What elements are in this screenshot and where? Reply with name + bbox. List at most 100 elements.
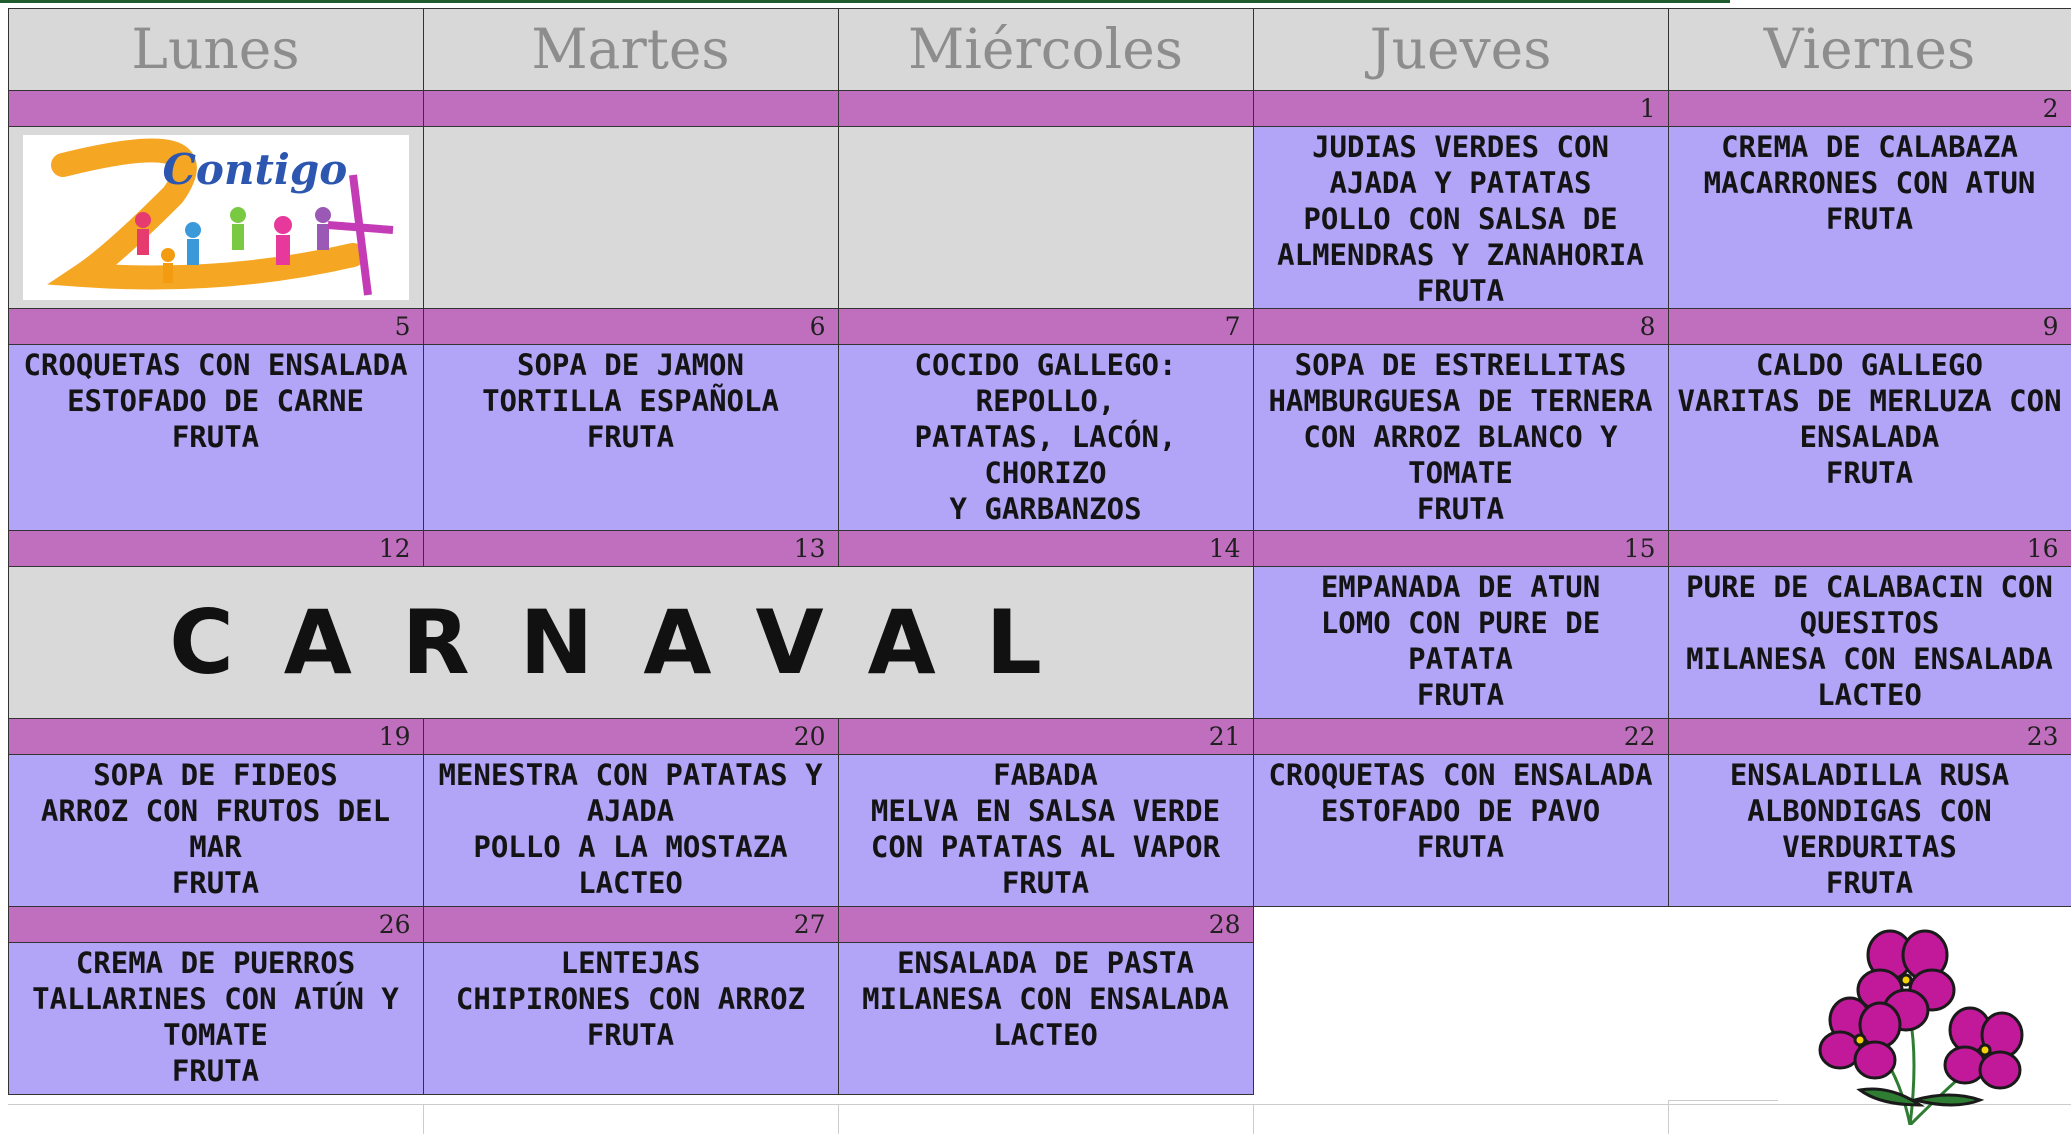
empty-cell bbox=[423, 126, 839, 309]
holiday-banner: CARNAVAL bbox=[8, 566, 1254, 719]
menu-line: ALBONDIGAS CON bbox=[1677, 793, 2063, 829]
day-number: 26 bbox=[8, 906, 424, 943]
menu-line: MILANESA CON ENSALADA bbox=[1677, 641, 2063, 677]
menu-line: VARITAS DE MERLUZA CON bbox=[1677, 383, 2063, 419]
day-header-viernes: Viernes bbox=[1668, 8, 2071, 91]
day-number: 22 bbox=[1253, 718, 1669, 755]
menu-line: FRUTA bbox=[432, 1017, 830, 1053]
menu-line: JUDIAS VERDES CON bbox=[1262, 129, 1660, 165]
menu-cell: COCIDO GALLEGO: REPOLLO,PATATAS, LACÓN, … bbox=[838, 344, 1254, 531]
top-border bbox=[0, 0, 1730, 3]
menu-line: Y GARBANZOS bbox=[847, 491, 1245, 527]
menu-line: FRUTA bbox=[847, 865, 1245, 901]
gridline bbox=[1668, 1100, 1778, 1101]
day-number: 5 bbox=[8, 308, 424, 345]
day-number: 6 bbox=[423, 308, 839, 345]
menu-line: HAMBURGUESA DE TERNERA bbox=[1262, 383, 1660, 419]
menu-line: MILANESA CON ENSALADA bbox=[847, 981, 1245, 1017]
day-number: 9 bbox=[1668, 308, 2071, 345]
day-number: 2 bbox=[1668, 90, 2071, 127]
menu-line: LENTEJAS bbox=[432, 945, 830, 981]
menu-line: EMPANADA DE ATUN bbox=[1262, 569, 1660, 605]
gridline bbox=[838, 1104, 839, 1134]
menu-line: MACARRONES CON ATUN bbox=[1677, 165, 2063, 201]
menu-line: CHIPIRONES CON ARROZ bbox=[432, 981, 830, 1017]
menu-line: FRUTA bbox=[1262, 491, 1660, 527]
day-header-jueves: Jueves bbox=[1253, 8, 1669, 91]
day-number: 20 bbox=[423, 718, 839, 755]
day-number: 8 bbox=[1253, 308, 1669, 345]
gridline bbox=[1253, 1104, 1254, 1134]
day-number: 28 bbox=[838, 906, 1254, 943]
menu-line: COCIDO GALLEGO: REPOLLO, bbox=[847, 347, 1245, 419]
menu-line: TOMATE bbox=[1262, 455, 1660, 491]
contigo-logo: Contigo bbox=[23, 135, 409, 300]
menu-line: LACTEO bbox=[432, 865, 830, 901]
day-number: 21 bbox=[838, 718, 1254, 755]
menu-line: CON PATATAS AL VAPOR bbox=[847, 829, 1245, 865]
menu-line: VERDURITAS bbox=[1677, 829, 2063, 865]
menu-line: CON ARROZ BLANCO Y bbox=[1262, 419, 1660, 455]
empty-cell bbox=[838, 126, 1254, 309]
menu-line: FRUTA bbox=[1262, 677, 1660, 713]
day-number: 1 bbox=[1253, 90, 1669, 127]
day-number: 15 bbox=[1253, 530, 1669, 567]
menu-line: CREMA DE PUERROS bbox=[17, 945, 415, 981]
menu-line: FRUTA bbox=[1677, 455, 2063, 491]
day-number: 7 bbox=[838, 308, 1254, 345]
menu-line: LOMO CON PURE DE bbox=[1262, 605, 1660, 641]
next-row-edge bbox=[8, 1104, 2071, 1135]
gridline bbox=[1668, 1100, 1669, 1134]
day-number: 13 bbox=[423, 530, 839, 567]
menu-line: FRUTA bbox=[1677, 201, 2063, 237]
menu-line: LACTEO bbox=[847, 1017, 1245, 1053]
menu-line: CREMA DE CALABAZA bbox=[1677, 129, 2063, 165]
logo-cell: Contigo bbox=[8, 126, 424, 309]
menu-line: MAR bbox=[17, 829, 415, 865]
menu-line: ESTOFADO DE CARNE bbox=[17, 383, 415, 419]
menu-line: FRUTA bbox=[1262, 273, 1660, 309]
menu-line: ENSALADILLA RUSA bbox=[1677, 757, 2063, 793]
menu-line: QUESITOS bbox=[1677, 605, 2063, 641]
menu-line: ARROZ CON FRUTOS DEL bbox=[17, 793, 415, 829]
menu-line: TALLARINES CON ATÚN Y bbox=[17, 981, 415, 1017]
day-number bbox=[423, 90, 839, 127]
day-number: 27 bbox=[423, 906, 839, 943]
day-number: 19 bbox=[8, 718, 424, 755]
menu-line: ENSALADA bbox=[1677, 419, 2063, 455]
day-number: 16 bbox=[1668, 530, 2071, 567]
calendar-grid: Lunes Martes Miércoles Jueves Viernes 1 … bbox=[8, 8, 2071, 1094]
menu-line: CALDO GALLEGO bbox=[1677, 347, 2063, 383]
menu-line: SOPA DE ESTRELLITAS bbox=[1262, 347, 1660, 383]
menu-line: ALMENDRAS Y ZANAHORIA bbox=[1262, 237, 1660, 273]
menu-line: LACTEO bbox=[1677, 677, 2063, 713]
menu-line: MENESTRA CON PATATAS Y bbox=[432, 757, 830, 793]
menu-line: SOPA DE FIDEOS bbox=[17, 757, 415, 793]
day-number bbox=[838, 90, 1254, 127]
menu-line: TORTILLA ESPAÑOLA bbox=[432, 383, 830, 419]
logo-text: Contigo bbox=[163, 145, 348, 194]
menu-line: ESTOFADO DE PAVO bbox=[1262, 793, 1660, 829]
day-header-lunes: Lunes bbox=[8, 8, 424, 91]
menu-line: FRUTA bbox=[1262, 829, 1660, 865]
day-header-martes: Martes bbox=[423, 8, 839, 91]
day-header-miercoles: Miércoles bbox=[838, 8, 1254, 91]
menu-line: POLLO A LA MOSTAZA bbox=[432, 829, 830, 865]
menu-line: FABADA bbox=[847, 757, 1245, 793]
menu-line: FRUTA bbox=[17, 1053, 415, 1089]
